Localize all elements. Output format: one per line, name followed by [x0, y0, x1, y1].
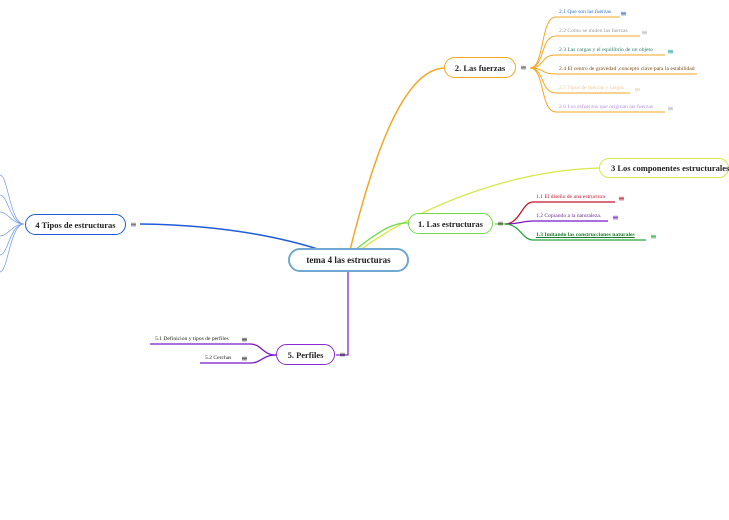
perfiles-item-1[interactable]: 5.1 Definicion y tipos de perfiles	[155, 336, 229, 342]
fuerzas-item-1[interactable]: 2.1 Que son las fuerzas	[559, 9, 612, 15]
topic-tipos[interactable]: 4 Tipos de estructuras	[25, 214, 126, 235]
estructuras-item-3[interactable]: 1.3 Imitando las construcciones naturale…	[536, 232, 635, 238]
menu-icon[interactable]: ≡	[634, 85, 641, 94]
topic-perfiles-label: 5. Perfiles	[287, 349, 324, 360]
menu-icon[interactable]: ≡	[241, 354, 248, 363]
fuerzas-item-5[interactable]: 2.5 Tipos de fuerzas y cargas	[559, 85, 624, 91]
menu-icon[interactable]: ≡	[667, 47, 674, 56]
topic-estructuras-label: 1. Las estructuras	[418, 218, 483, 229]
menu-icon[interactable]: ≡	[620, 9, 627, 18]
topic-fuerzas[interactable]: 2. Las fuerzas	[444, 57, 516, 78]
topic-estructuras[interactable]: 1. Las estructuras	[408, 213, 493, 234]
estructuras-item-2[interactable]: 1.2 Copiando a la naturaleza.	[536, 213, 602, 219]
fuerzas-item-2[interactable]: 2.2 Como se miden las fuerzas	[559, 28, 628, 34]
menu-icon[interactable]: ≡	[241, 335, 248, 344]
perfiles-menu-icon[interactable]: ≡	[339, 350, 346, 359]
fuerzas-item-6[interactable]: 2.6 Los esfuerzos que originan las fuerz…	[559, 104, 653, 110]
perfiles-item-2[interactable]: 5.2 Cerchas	[205, 355, 232, 361]
menu-icon[interactable]: ≡	[618, 194, 625, 203]
menu-icon[interactable]: ≡	[612, 213, 619, 222]
central-topic-label: tema 4 las estructuras	[306, 255, 391, 265]
topic-tipos-label: 4 Tipos de estructuras	[35, 219, 116, 230]
menu-icon[interactable]: ≡	[650, 232, 657, 241]
estructuras-menu-icon[interactable]: ≡	[497, 219, 504, 228]
menu-icon[interactable]: ≡	[667, 104, 674, 113]
topic-componentes[interactable]: 3 Los componentes estructurales	[599, 158, 729, 178]
topic-perfiles[interactable]: 5. Perfiles	[276, 344, 335, 365]
topic-fuerzas-label: 2. Las fuerzas	[454, 62, 506, 73]
tipos-menu-icon[interactable]: ≡	[130, 220, 137, 229]
estructuras-item-1[interactable]: 1.1 El diseño de una estructura	[536, 194, 605, 200]
fuerzas-item-4[interactable]: 2.4 El centro de gravedad ,concepto clav…	[559, 66, 695, 72]
topic-componentes-label: 3 Los componentes estructurales	[611, 163, 729, 173]
fuerzas-item-3[interactable]: 2.3 Las cargas y el equilibrio de un obj…	[559, 47, 653, 53]
connection-lines	[0, 16, 697, 364]
menu-icon[interactable]: ≡	[641, 28, 648, 37]
fuerzas-menu-icon[interactable]: ≡	[520, 63, 527, 72]
central-topic[interactable]: tema 4 las estructuras	[288, 248, 409, 272]
